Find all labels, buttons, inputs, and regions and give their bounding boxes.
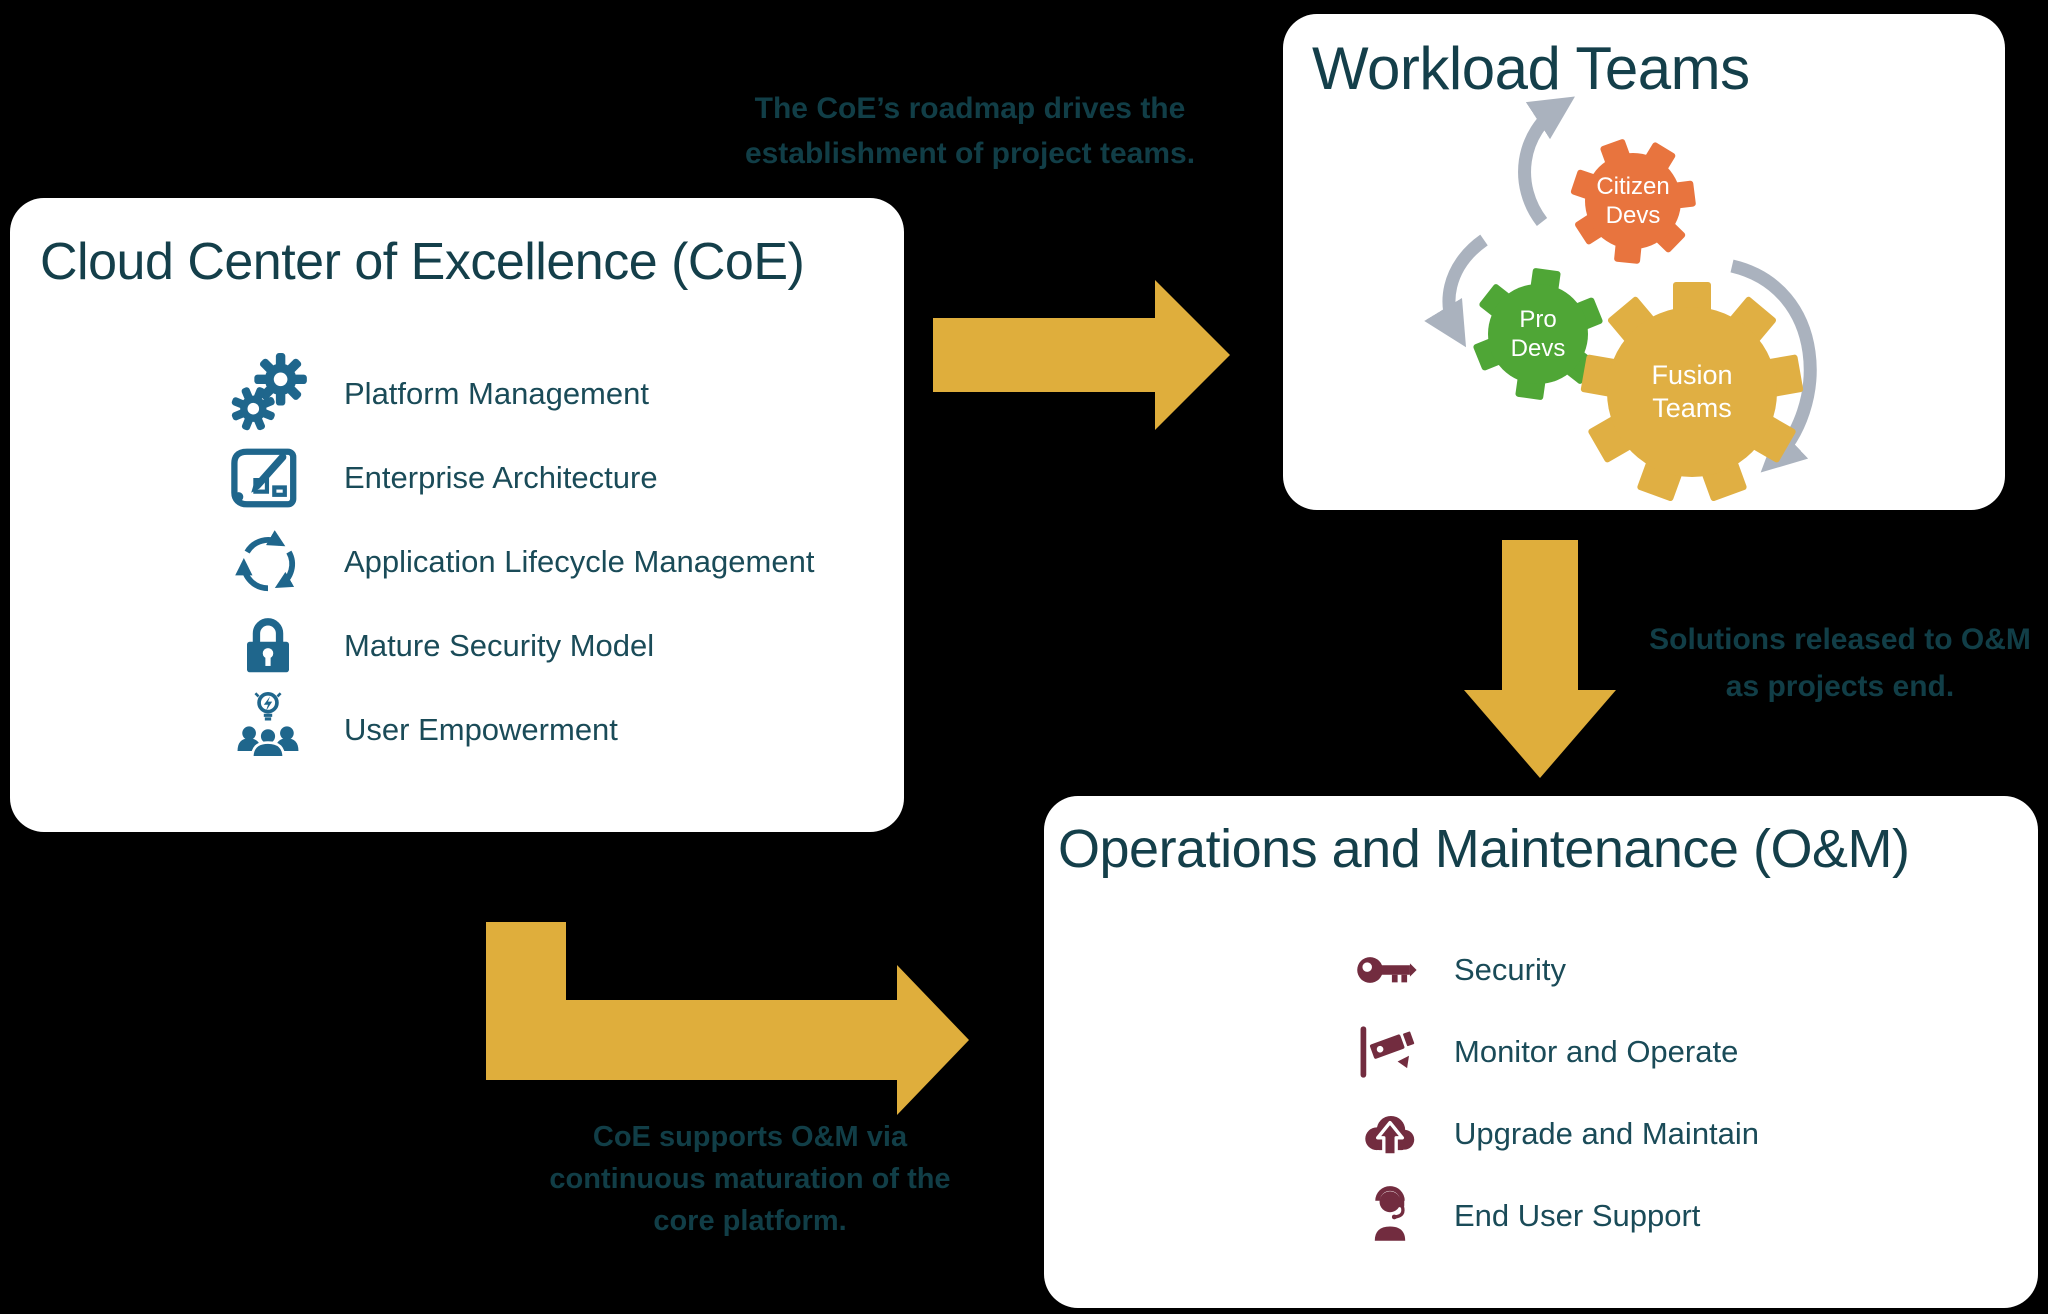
list-item-label: Enterprise Architecture <box>344 460 658 495</box>
list-item-label: Security <box>1454 952 1566 987</box>
workload-teams-title: Workload Teams <box>1312 35 1750 102</box>
list-item: Application Lifecycle Management <box>226 520 814 604</box>
list-item: Security <box>1352 929 1759 1011</box>
security-camera-icon <box>1360 1026 1415 1078</box>
list-item-label: End User Support <box>1454 1198 1701 1233</box>
coe-card <box>10 198 904 832</box>
list-item-label: Platform Management <box>344 376 649 411</box>
list-item: User Empowerment <box>226 688 814 772</box>
arrow-coe-to-workload <box>933 280 1230 430</box>
list-item: End User Support <box>1352 1175 1759 1257</box>
annotation-solutions-released: Solutions released to O&M as projects en… <box>1649 623 2031 703</box>
om-functions-list: Security Monitor and Operate Upgrade and… <box>1352 929 1759 1257</box>
gear-small <box>231 387 275 431</box>
headset-support-icon <box>1374 1186 1406 1241</box>
list-item: Upgrade and Maintain <box>1352 1093 1759 1175</box>
gears-icon <box>231 353 307 431</box>
gear-big <box>254 353 307 406</box>
list-item: Enterprise Architecture <box>226 436 814 520</box>
blueprint-icon <box>231 448 297 508</box>
arrow-coe-to-om <box>486 922 969 1115</box>
coe-card-title: Cloud Center of Excellence (CoE) <box>40 233 805 291</box>
list-item: Monitor and Operate <box>1352 1011 1759 1093</box>
fusion-teams-gear-label: Fusion Teams <box>1651 360 1733 423</box>
om-card-title: Operations and Maintenance (O&M) <box>1058 819 1910 879</box>
operations-maintenance-card <box>1044 796 2038 1308</box>
annotation-coe-supports-om: CoE supports O&M via continuous maturati… <box>549 1121 951 1237</box>
coe-capabilities-list: Platform Management Enterprise Architect… <box>226 352 814 772</box>
list-item-label: Application Lifecycle Management <box>344 544 815 579</box>
list-item-label: Mature Security Model <box>344 628 655 663</box>
list-item-label: User Empowerment <box>344 712 618 747</box>
cloud-upload-icon <box>1365 1115 1415 1157</box>
lock-icon <box>247 618 289 673</box>
lifecycle-arrows-icon <box>235 530 295 592</box>
list-item: Mature Security Model <box>226 604 814 688</box>
key-icon <box>1357 957 1417 983</box>
annotation-roadmap: The CoE’s roadmap drives the establishme… <box>744 92 1196 170</box>
citizen-devs-gear-label: Citizen Devs <box>1596 173 1670 229</box>
arrow-workload-to-om <box>1464 540 1616 778</box>
list-item: Platform Management <box>226 352 814 436</box>
list-item-label: Monitor and Operate <box>1454 1034 1739 1069</box>
users-lightbulb-icon <box>237 691 299 759</box>
list-item-label: Upgrade and Maintain <box>1454 1116 1760 1151</box>
